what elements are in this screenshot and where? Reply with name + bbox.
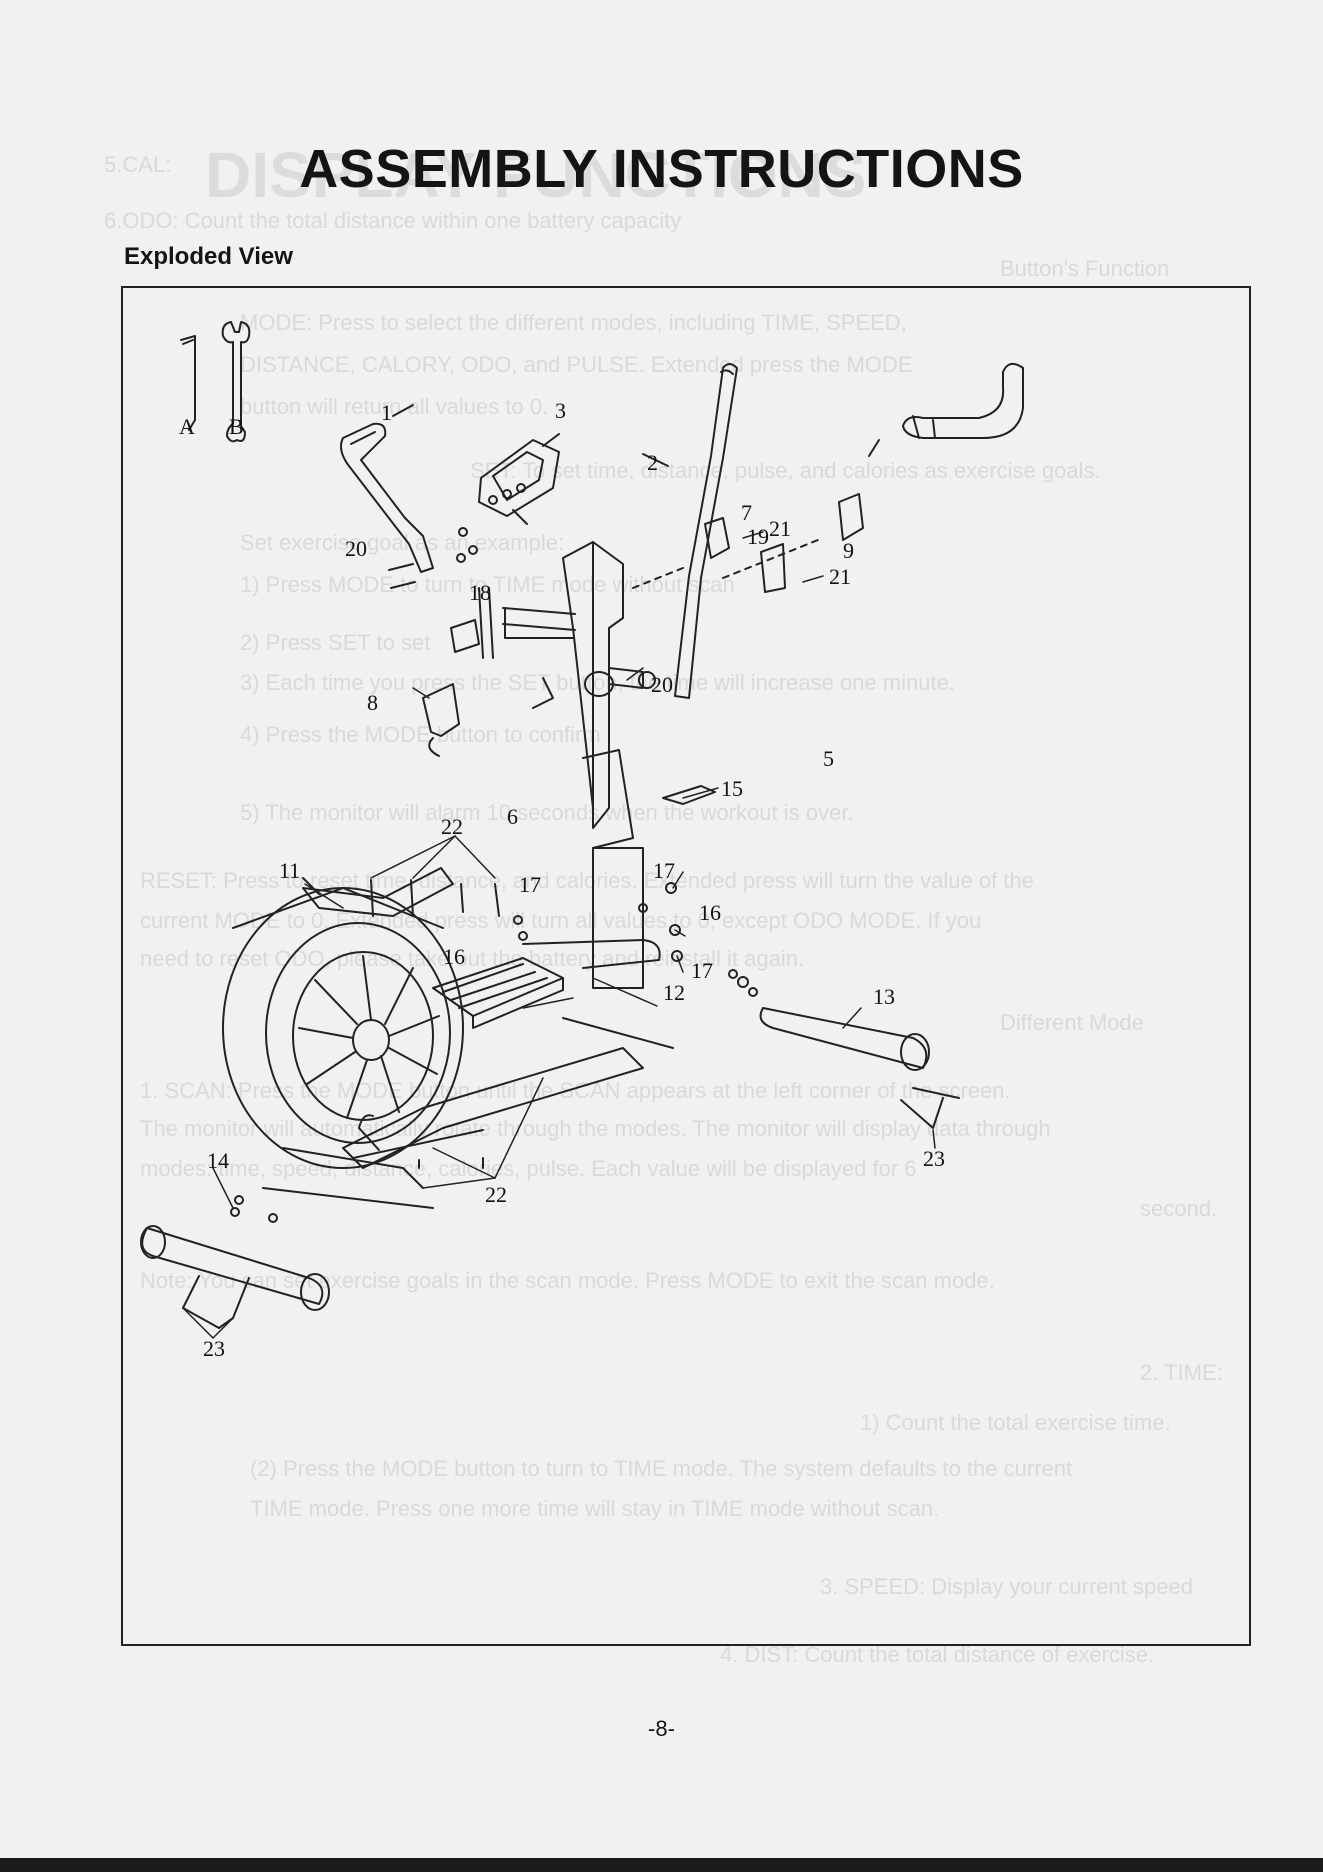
bleed-line: DISTANCE, CALORY, ODO, and PULSE. Extend… — [240, 352, 913, 377]
page-title: ASSEMBLY INSTRUCTIONS — [299, 139, 1024, 199]
callout-12: 12 — [663, 980, 685, 1005]
scan-edge — [0, 1858, 1323, 1872]
flywheel-part — [222, 887, 464, 1169]
bleed-line: SET: To set time, distance, pulse, and c… — [470, 458, 1101, 483]
bleed-line: The monitor will automatically rotate th… — [140, 1116, 1051, 1141]
pedal-pad-part — [662, 785, 716, 805]
callout-16b: 16 — [443, 944, 465, 969]
callout-23a: 23 — [203, 1336, 225, 1361]
callout-2: 2 — [647, 450, 658, 475]
callout-15: 15 — [721, 776, 743, 801]
tool-label-a: A — [179, 414, 195, 439]
bleed-line: MODE: Press to select the different mode… — [240, 310, 907, 335]
bleed-line: 2) Press SET to set — [240, 630, 431, 655]
bleed-line: 4) Press the MODE button to confirm — [240, 722, 601, 747]
bleed-line: 6.ODO: Count the total distance within o… — [104, 208, 682, 233]
handle-clamp-parts — [632, 493, 864, 593]
section-heading: Exploded View — [124, 243, 293, 270]
bleed-line: 2. TIME: — [1140, 1360, 1223, 1385]
page-number: -8- — [648, 1716, 675, 1741]
callout-17c: 17 — [691, 958, 713, 983]
callout-21b: 21 — [829, 564, 851, 589]
handle-post-part — [422, 683, 460, 757]
callout-22a: 22 — [441, 814, 463, 839]
callout-5: 5 — [823, 746, 834, 771]
tool-label-b: B — [229, 414, 244, 439]
callout-18: 18 — [469, 580, 491, 605]
bleed-line: 4. DIST: Count the total distance of exe… — [720, 1642, 1155, 1667]
exploded-view-diagram: A B 1 2 3 5 6 7 8 9 11 12 13 14 15 16 16… — [121, 286, 1251, 1646]
pivot-cover-part — [450, 587, 494, 659]
front-stabilizer-part — [140, 1195, 330, 1329]
bleed-line: need to reset ODO, please take out the b… — [140, 946, 805, 971]
fasteners — [370, 527, 683, 1169]
callout-19: 19 — [747, 524, 769, 549]
callout-20b: 20 — [651, 672, 673, 697]
right-handlebar-part — [642, 363, 738, 699]
callout-6: 6 — [507, 804, 518, 829]
base-frame-part — [262, 1047, 644, 1209]
callout-23b: 23 — [923, 1146, 945, 1171]
callout-21a: 21 — [769, 516, 791, 541]
bleed-line: RESET: Press to reset time, distance, an… — [140, 868, 1034, 893]
callout-16a: 16 — [699, 900, 721, 925]
callout-7: 7 — [741, 500, 752, 525]
callout-20a: 20 — [345, 536, 367, 561]
bleed-line: Button's Function — [1000, 256, 1170, 281]
callout-17b: 17 — [653, 858, 675, 883]
upper-handlebar-part — [868, 362, 1024, 457]
bleed-line: Different Mode — [1000, 1010, 1144, 1035]
bleed-line: 5.CAL: — [104, 152, 172, 177]
bleed-line: (2) Press the MODE button to turn to TIM… — [250, 1456, 1073, 1481]
exploded-view-drawing: A B 1 2 3 5 6 7 8 9 11 12 13 14 15 16 16… — [140, 321, 1024, 1361]
callout-3: 3 — [555, 398, 566, 423]
bleed-line: 5) The monitor will alarm 10 seconds whe… — [240, 800, 854, 825]
callout-1: 1 — [381, 400, 392, 425]
bleed-through-heading: DISPLAY FUNCTIONS — [205, 139, 867, 211]
wrench-icon — [221, 321, 251, 443]
bleed-line: TIME mode. Press one more time will stay… — [250, 1496, 940, 1521]
callout-leaders — [182, 531, 936, 1339]
left-handlebar-part — [340, 404, 434, 573]
callout-11: 11 — [279, 858, 300, 883]
callout-13: 13 — [873, 984, 895, 1009]
bleed-line: modes: time, speed, distance, calories, … — [140, 1156, 917, 1181]
bleed-line: 3. SPEED: Display your current speed — [820, 1574, 1193, 1599]
allen-key-icon — [180, 335, 196, 431]
console-part — [478, 433, 560, 525]
main-frame-part — [502, 541, 656, 989]
bleed-line: current MODE to 0. Extended press will t… — [140, 908, 982, 933]
callout-22b: 22 — [485, 1182, 507, 1207]
bleed-line: 3) Each time you press the SET button, t… — [240, 670, 955, 695]
callout-8: 8 — [367, 690, 378, 715]
callout-14: 14 — [207, 1148, 229, 1173]
callout-17a: 17 — [519, 872, 541, 897]
pedal-part — [432, 939, 674, 1049]
bleed-line: 1) Press MODE to turn to TIME mode witho… — [240, 572, 735, 597]
callout-9: 9 — [843, 538, 854, 563]
rear-stabilizer-part — [728, 969, 960, 1129]
bleed-line: 1) Count the total exercise time. — [860, 1410, 1171, 1435]
bleed-line: second. — [1140, 1196, 1218, 1221]
bleed-line: Note: You can set exercise goals in the … — [140, 1268, 995, 1293]
